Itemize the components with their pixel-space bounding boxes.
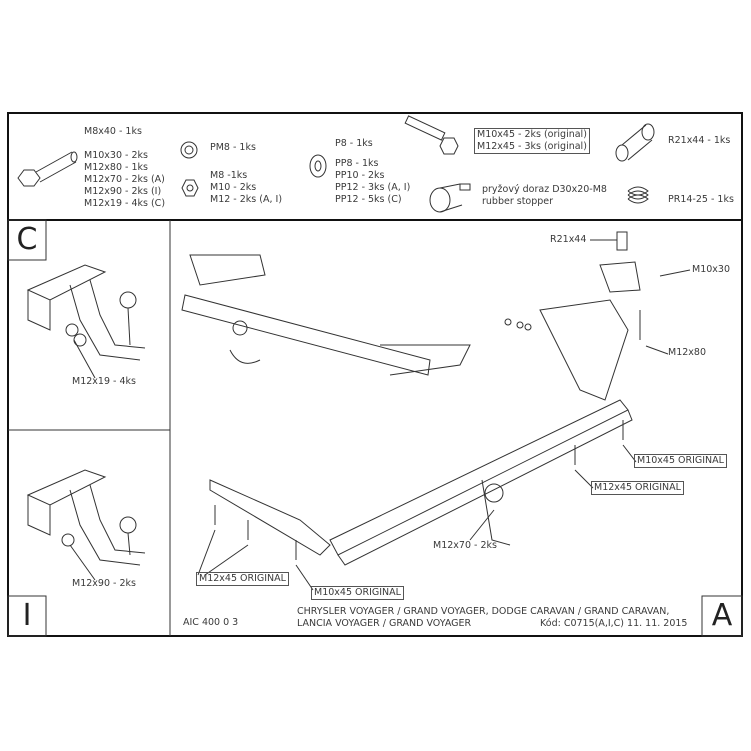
bolt-item: M12x80 - 1ks xyxy=(84,162,148,173)
bolt-item: M10x30 - 2ks xyxy=(84,150,148,161)
callout-m10x45-left: M10x45 ORIGINAL xyxy=(311,586,404,600)
panel-a-towbar-sketch xyxy=(181,231,691,591)
panel-i-letter: I xyxy=(22,598,32,633)
spacer-label: R21x44 - 1ks xyxy=(668,135,731,146)
panel-a-letter: A xyxy=(711,598,733,633)
panel-i-label-box xyxy=(7,595,47,637)
stopper-label: pryžový doraz D30x20-M8 xyxy=(482,184,607,195)
panel-c-label-box xyxy=(7,219,47,261)
callout-m12x80: M12x80 xyxy=(668,347,706,358)
stopper-label-en: rubber stopper xyxy=(482,196,554,207)
washer-icon xyxy=(309,154,327,178)
callout-spacer: R21x44 xyxy=(550,234,587,245)
original-bolt-item: M12x45 - 3ks (original) xyxy=(477,141,587,152)
callout-m12x70: M12x70 - 2ks xyxy=(433,540,497,551)
washer-item: PP8 - 1ks xyxy=(335,158,379,169)
callout-m12x45-right: M12x45 ORIGINAL xyxy=(591,481,684,495)
panel-c-towbar-sketch xyxy=(26,264,146,379)
spacer-tube-icon xyxy=(615,123,655,162)
nut-item: M10 - 2ks xyxy=(210,182,257,193)
kod-date: Kód: C0715(A,I,C) 11. 11. 2015 xyxy=(540,618,688,629)
spring-label: PR14-25 - 1ks xyxy=(668,194,734,205)
original-bolts-box: M10x45 - 2ks (original) M12x45 - 3ks (or… xyxy=(474,128,590,154)
spring-icon xyxy=(627,186,649,204)
lock-nut-label: PM8 - 1ks xyxy=(210,142,256,153)
outer-frame xyxy=(7,112,743,637)
panel-c-callout: M12x19 - 4ks xyxy=(72,376,136,387)
callout-m10x30: M10x30 xyxy=(692,264,730,275)
original-bolt-item: M10x45 - 2ks (original) xyxy=(477,129,587,140)
rubber-stopper-icon xyxy=(429,183,471,213)
panel-a-label-box xyxy=(701,595,743,637)
bolt-icon xyxy=(17,151,78,187)
washer-item: PP12 - 3ks (A, I) xyxy=(335,182,411,193)
vehicles-line-1: CHRYSLER VOYAGER / GRAND VOYAGER, DODGE … xyxy=(297,606,670,617)
bolt-item: M12x19 - 4ks (C) xyxy=(84,198,166,209)
bolt-item: M12x90 - 2ks (I) xyxy=(84,186,162,197)
nut-icon xyxy=(181,179,199,197)
panel-i-callout: M12x90 - 2ks xyxy=(72,578,136,589)
washer-item: PP10 - 2ks xyxy=(335,170,385,181)
washer-item: PP12 - 5ks (C) xyxy=(335,194,402,205)
drawing-code: AIC 400 0 3 xyxy=(183,617,239,628)
vehicles-line-2: LANCIA VOYAGER / GRAND VOYAGER xyxy=(297,618,472,629)
panel-c-letter: C xyxy=(16,222,38,257)
lock-nut-icon xyxy=(180,141,198,159)
bolt-item: M12x70 - 2ks (A) xyxy=(84,174,165,185)
panel-i-towbar-sketch xyxy=(26,469,146,581)
callout-m12x45-left: M12x45 ORIGINAL xyxy=(196,572,289,586)
nut-item: M12 - 2ks (A, I) xyxy=(210,194,283,205)
nut-item: M8 -1ks xyxy=(210,170,248,181)
original-bolt-icon xyxy=(404,115,459,155)
washer-group-title: P8 - 1ks xyxy=(335,138,373,149)
bolt-group-title: M8x40 - 1ks xyxy=(84,126,142,137)
callout-m10x45-right: M10x45 ORIGINAL xyxy=(634,454,727,468)
